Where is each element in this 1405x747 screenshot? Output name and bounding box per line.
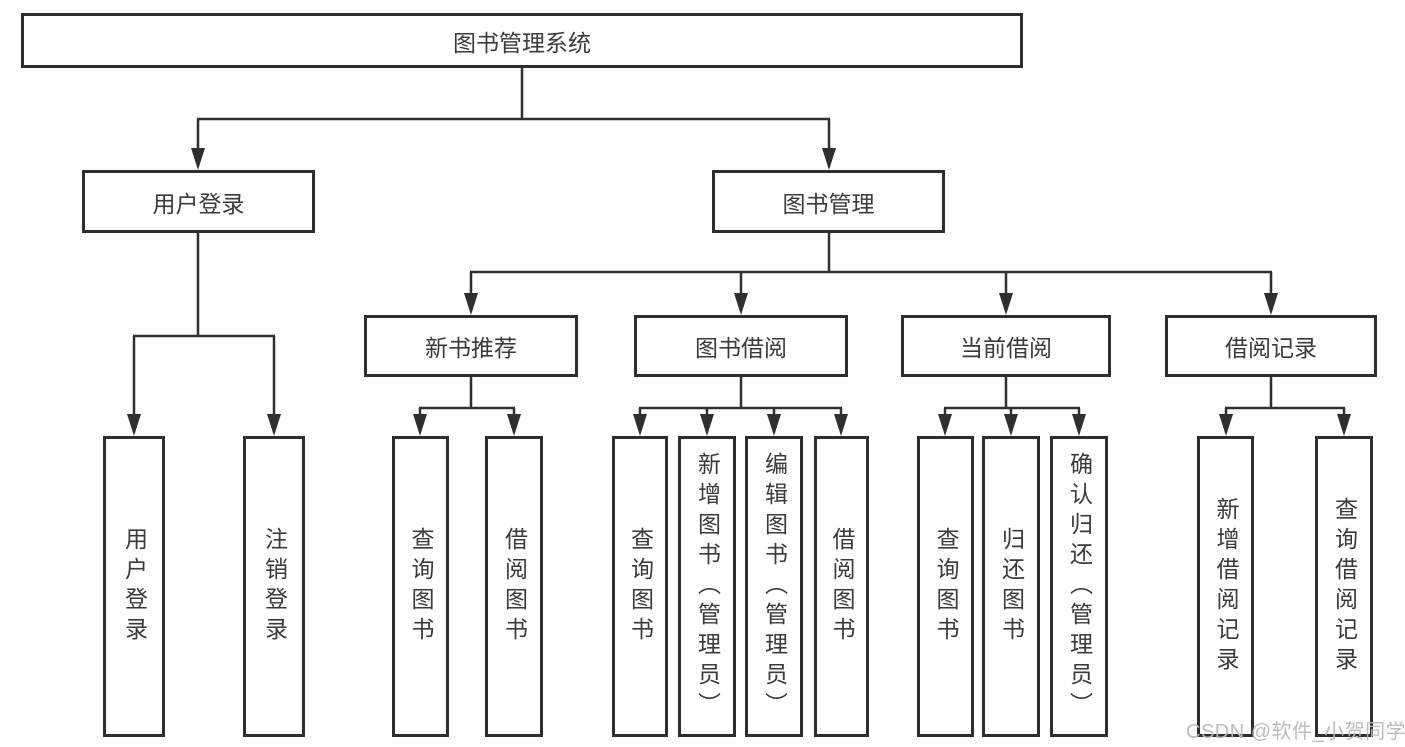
- leaf-add-borrow-record: 新增借阅记录: [1197, 436, 1254, 737]
- leaf-query-books-borrow: 查询图书: [612, 436, 668, 737]
- leaf-return-books: 归还图书: [982, 436, 1040, 737]
- leaf-logout: 注销登录: [243, 436, 305, 737]
- csdn-watermark: CSDN @软件_小贺同学: [1186, 721, 1405, 743]
- leaf-query-borrow-record: 查询借阅记录: [1315, 436, 1373, 737]
- leaf-query-books-current: 查询图书: [917, 436, 974, 737]
- node-new-book-recommend: 新书推荐: [364, 315, 578, 377]
- node-current-borrow: 当前借阅: [901, 315, 1111, 377]
- leaf-query-books-recommend: 查询图书: [392, 436, 449, 737]
- leaf-user-login: 用户登录: [103, 436, 165, 737]
- node-borrow-records: 借阅记录: [1165, 315, 1377, 377]
- leaf-edit-books-admin: 编辑图书（管理员）: [745, 436, 803, 737]
- leaf-borrow-books: 借阅图书: [814, 436, 869, 737]
- node-user-login: 用户登录: [82, 170, 315, 233]
- leaf-borrow-books-recommend: 借阅图书: [485, 436, 543, 737]
- node-book-management: 图书管理: [712, 170, 945, 233]
- leaf-add-books-admin: 新增图书（管理员）: [678, 436, 736, 737]
- node-book-borrow: 图书借阅: [634, 315, 848, 377]
- node-root-library-system: 图书管理系统: [21, 13, 1023, 68]
- leaf-confirm-return-admin: 确认归还（管理员）: [1050, 436, 1108, 737]
